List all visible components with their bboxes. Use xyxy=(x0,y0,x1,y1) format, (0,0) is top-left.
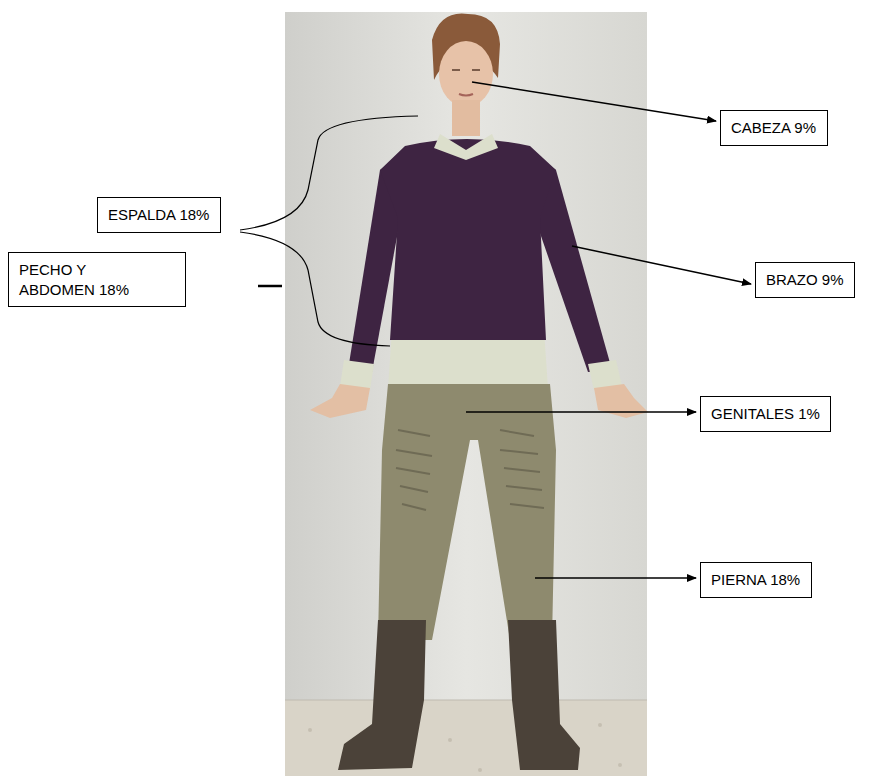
chest-label-box: PECHO Y ABDOMEN 18% xyxy=(8,252,186,307)
label-text: GENITALES 1% xyxy=(711,404,820,424)
label-text: CABEZA 9% xyxy=(731,118,816,138)
head-label-box: CABEZA 9% xyxy=(720,110,828,146)
label-text: BRAZO 9% xyxy=(766,270,844,290)
label-text: ESPALDA 18% xyxy=(108,205,209,225)
label-text: PECHO Y ABDOMEN 18% xyxy=(19,260,139,299)
back-label-box: ESPALDA 18% xyxy=(97,197,221,233)
genitals-label-box: GENITALES 1% xyxy=(700,396,831,432)
label-text: PIERNA 18% xyxy=(711,570,800,590)
leg-label-box: PIERNA 18% xyxy=(700,562,812,598)
arm-label-box: BRAZO 9% xyxy=(755,262,855,298)
